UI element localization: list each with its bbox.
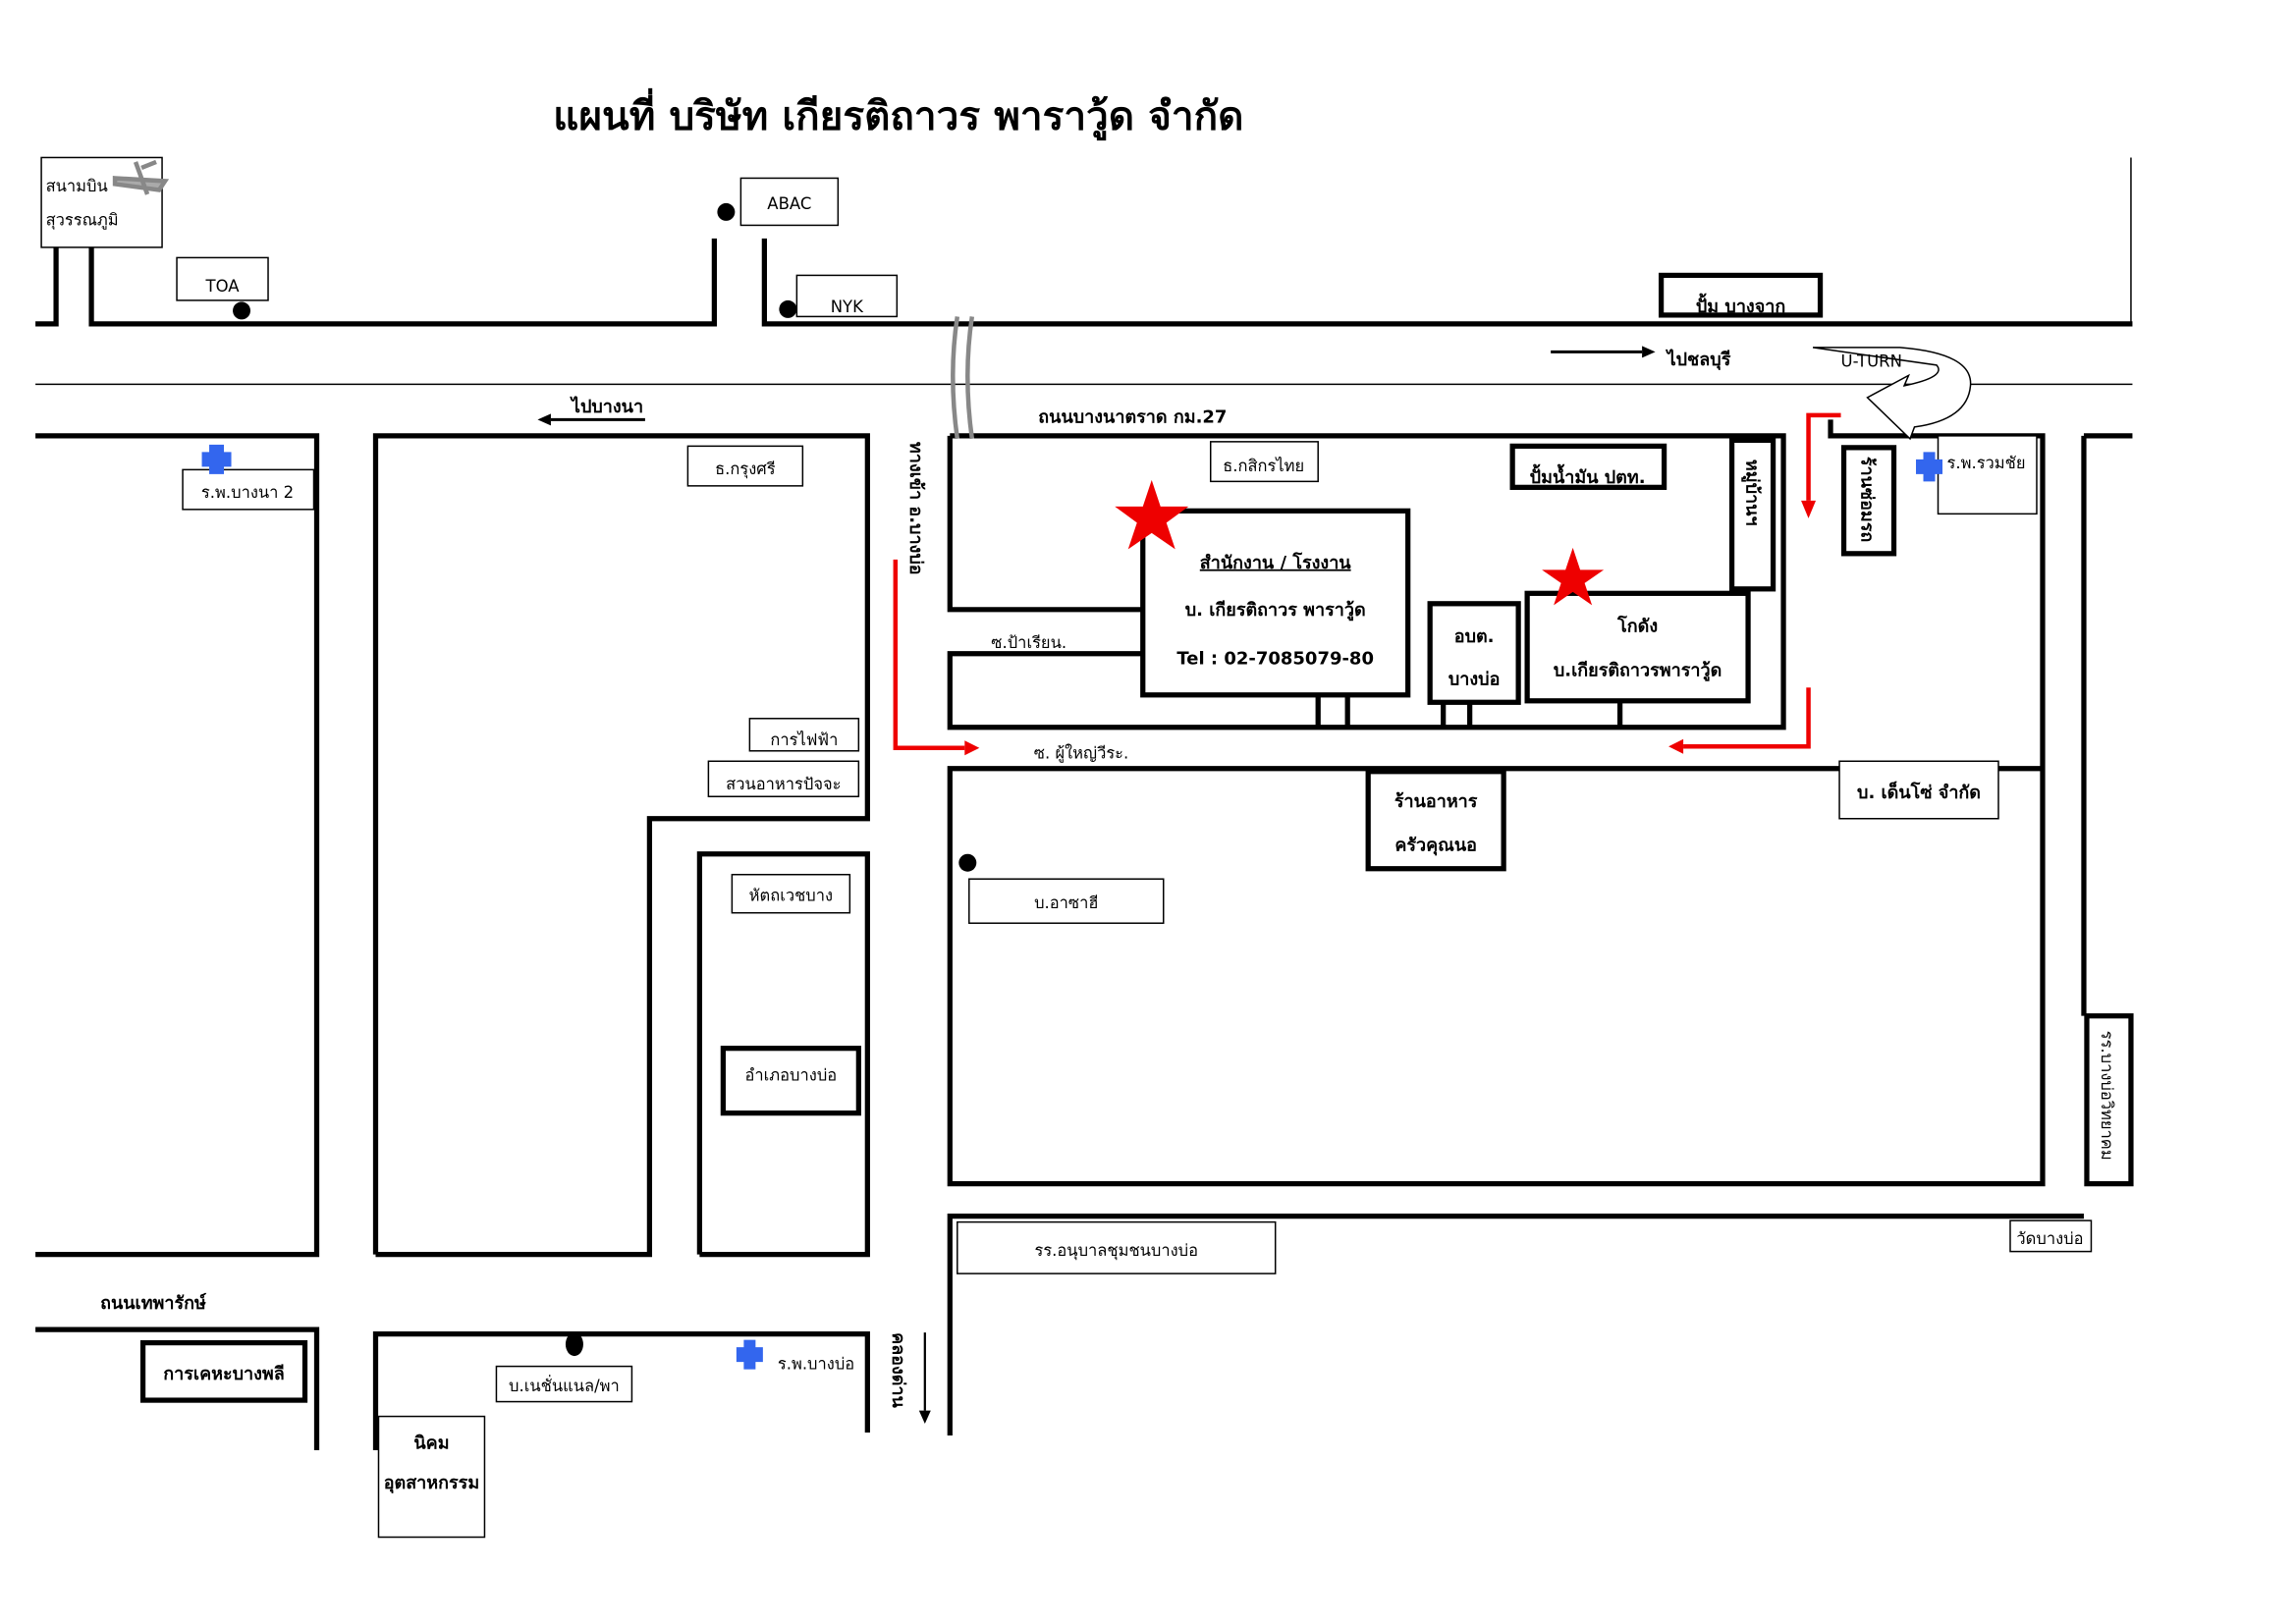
svg-text:บางบ่อ: บางบ่อ [1449, 669, 1501, 689]
ruamchai-hospital-label: ร.พ.รวมชัย [1947, 454, 2026, 472]
obt-office: อบต. บางบ่อ [1427, 601, 1521, 705]
soi-phuyai-label: ซ. ผู้ใหญ่วีระ. [1034, 743, 1129, 763]
bangbo-hospital-label: ร.พ.บางบ่อ [778, 1355, 854, 1374]
road-theparak-label: ถนนเทพารักษ์ [100, 1292, 206, 1314]
warehouse: โกดัง บ.เกียรติถาวรพาราวู้ด [1524, 590, 1751, 704]
svg-text:อุตสาหกรรม: อุตสาหกรรม [384, 1473, 479, 1494]
svg-text:Tel : 02-7085079-80: Tel : 02-7085079-80 [1176, 648, 1374, 669]
road-lines [35, 157, 2133, 1451]
location-dot [717, 202, 736, 221]
svg-text:สนามบิน: สนามบิน [46, 177, 108, 195]
district-office-label: อำเภอบางบ่อ [745, 1066, 838, 1085]
shop-label: ร้านซ่อมรถ [1857, 457, 1878, 542]
village-label: หมู่บ้านฯ [1741, 460, 1763, 526]
food-garden-label: สวนอาหารปัจจะ [726, 775, 841, 793]
svg-text:สำนักงาน / โรงงาน: สำนักงาน / โรงงาน [1200, 552, 1352, 573]
toa-label: TOA [205, 277, 241, 296]
location-dot [958, 853, 977, 872]
bangchak-label: ปั้ม บางจาก [1696, 293, 1785, 317]
entrance-label: ทางเข้า อ.บางบ่อ [905, 442, 926, 575]
airport-landmark: สนามบิน สุวรรณภูมิ [40, 156, 170, 248]
abac-label: ABAC [767, 194, 811, 213]
location-dot [779, 299, 797, 318]
location-dot [565, 1332, 583, 1357]
hospital-icon [1916, 452, 1943, 482]
svg-text:อบต.: อบต. [1454, 626, 1495, 647]
map-title: แผนที่ บริษัท เกียรติถาวร พาราวู้ด จำกัด [553, 87, 1243, 141]
svg-text:นิคม: นิคม [413, 1434, 449, 1454]
school-bangbo-label: รร.บางบ่อวิทยาคม [2098, 1031, 2116, 1161]
nation-label: บ.เนชั่นแนล/พา [509, 1375, 620, 1395]
star-icon [1542, 547, 1605, 606]
denso-label: บ. เด็นโซ่ จำกัด [1857, 781, 1981, 803]
housing-label: การเคหะบางพลี [163, 1364, 285, 1384]
u-turn-icon [1812, 347, 1972, 441]
kasikorn-label: ธ.กสิกรไทย [1223, 457, 1304, 475]
bridge-icon [951, 316, 975, 440]
hospital-icon [201, 444, 232, 474]
route-arrow [893, 412, 1841, 756]
star-icon [1115, 479, 1189, 550]
electricity-label: การไฟฟ้า [770, 731, 838, 749]
to-bangna-label: ไปบางนา [570, 396, 643, 417]
svg-text:สุวรรณภูมิ: สุวรรณภูมิ [46, 210, 119, 230]
location-dot [233, 301, 251, 320]
canal-label: คลองด่าน [888, 1332, 908, 1408]
wat-label: วัดบางบ่อ [2016, 1229, 2083, 1248]
asahi-label: บ.อาซาฮี [1034, 893, 1098, 912]
arrow-down-icon [918, 1332, 931, 1425]
svg-text:ร้านอาหาร: ร้านอาหาร [1394, 791, 1478, 812]
svg-text:โกดัง: โกดัง [1616, 615, 1658, 636]
svg-text:ครัวคุณนอ: ครัวคุณนอ [1394, 836, 1477, 857]
industrial-estate: นิคม อุตสาหกรรม [377, 1415, 486, 1539]
uturn-label: U-TURN [1841, 352, 1902, 370]
ptt-label: ปั้มน้ำมัน ปตท. [1530, 463, 1646, 488]
nyk-label: NYK [831, 298, 864, 316]
krungsri-label: ธ.กรุงศรี [715, 460, 776, 479]
arrow-left-icon [537, 413, 645, 426]
airplane-icon [112, 159, 170, 195]
svg-text:บ.เกียรติถาวรพาราวู้ด: บ.เกียรติถาวรพาราวู้ด [1554, 660, 1722, 681]
hospital-icon [736, 1339, 763, 1370]
restaurant: ร้านอาหาร ครัวคุณนอ [1365, 769, 1506, 872]
bangna2-hospital-label: ร.พ.บางนา 2 [201, 483, 294, 502]
office-factory: สำนักงาน / โรงงาน บ. เกียรติถาวร พาราวู้… [1140, 508, 1411, 698]
hattha-label: หัตถเวชบาง [749, 887, 833, 905]
arrow-right-icon [1551, 346, 1656, 358]
soi-parian-label: ซ.ป้าเรียน. [991, 633, 1066, 652]
to-chonburi-label: ไปชลบุรี [1666, 349, 1731, 371]
road-bangna-trat-label: ถนนบางนาตราด กม.27 [1038, 406, 1227, 427]
kindergarten-label: รร.อนุบาลชุมชนบางบ่อ [1034, 1241, 1198, 1261]
svg-text:บ. เกียรติถาวร พาราวู้ด: บ. เกียรติถาวร พาราวู้ด [1185, 600, 1366, 622]
